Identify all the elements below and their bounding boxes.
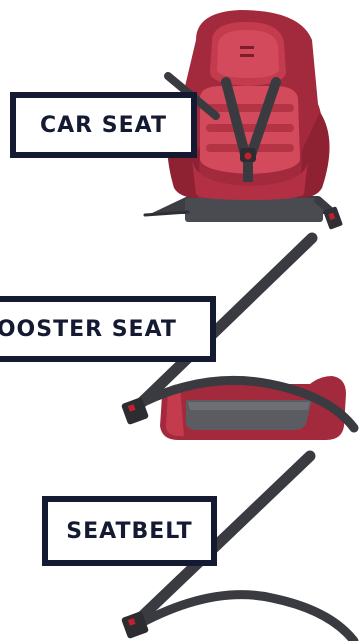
car-seat-illustration (143, 10, 343, 230)
booster-seat-label-box: BOOSTER SEAT (0, 296, 216, 362)
seatbelt-label: SEATBELT (66, 518, 193, 544)
car-seat-label: CAR SEAT (40, 112, 167, 138)
car-seat-label-box: CAR SEAT (10, 92, 197, 158)
booster-seat-label: BOOSTER SEAT (0, 316, 177, 342)
seatbelt-illustration (121, 450, 359, 641)
booster-seat-illustration (121, 232, 359, 440)
seatbelt-label-box: SEATBELT (42, 496, 217, 566)
